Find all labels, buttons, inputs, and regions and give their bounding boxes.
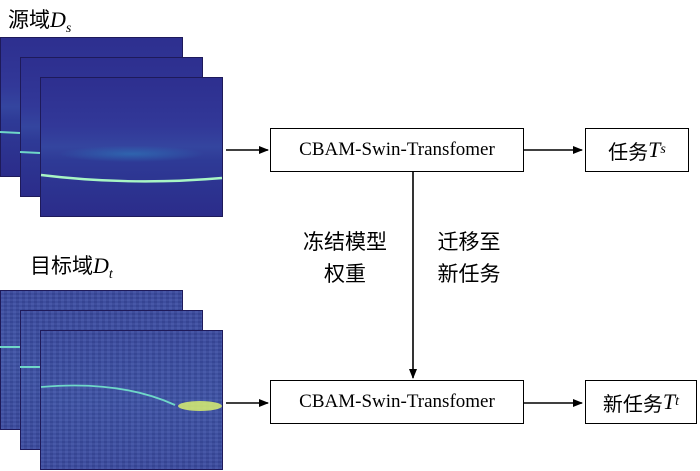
freeze-line-2: 权重 [324,262,366,286]
task-bottom-sub: t [675,394,680,409]
target-trace-front [40,384,176,406]
task-top-var: T [648,137,661,162]
task-bottom-var: T [662,389,676,414]
source-trace-front [40,173,223,183]
source-domain-text: 源域 [8,8,50,32]
target-spectrogram-front [40,330,223,470]
target-domain-text: 目标域 [30,254,93,278]
source-trace-back [0,131,21,134]
transfer-line-2: 新任务 [437,262,501,286]
model-box-top-label: CBAM-Swin-Transfomer [299,139,495,160]
source-domain-var: D [50,7,66,32]
target-domain-sub: t [108,267,113,282]
task-bottom-label: 新任务 [602,391,663,416]
model-box-bottom-label: CBAM-Swin-Transfomer [299,391,495,412]
target-domain-var: D [93,253,109,278]
transfer-line-1: 迁移至 [437,230,501,254]
task-top-sub: s [660,142,666,157]
task-top-label: 任务 [608,139,649,164]
model-box-top: CBAM-Swin-Transfomer [270,128,524,172]
source-spectrogram-front [40,77,223,217]
source-trace-middle [19,151,41,154]
source-domain-label: 源域Ds [8,4,71,37]
transfer-task-text: 迁移至 新任务 [424,226,514,290]
source-domain-sub: s [65,21,72,36]
model-box-bottom: CBAM-Swin-Transfomer [270,380,524,424]
target-signal-burst [178,401,222,411]
freeze-weights-text: 冻结模型 权重 [290,226,400,290]
target-domain-label: 目标域Dt [30,250,113,283]
freeze-line-1: 冻结模型 [303,230,387,254]
